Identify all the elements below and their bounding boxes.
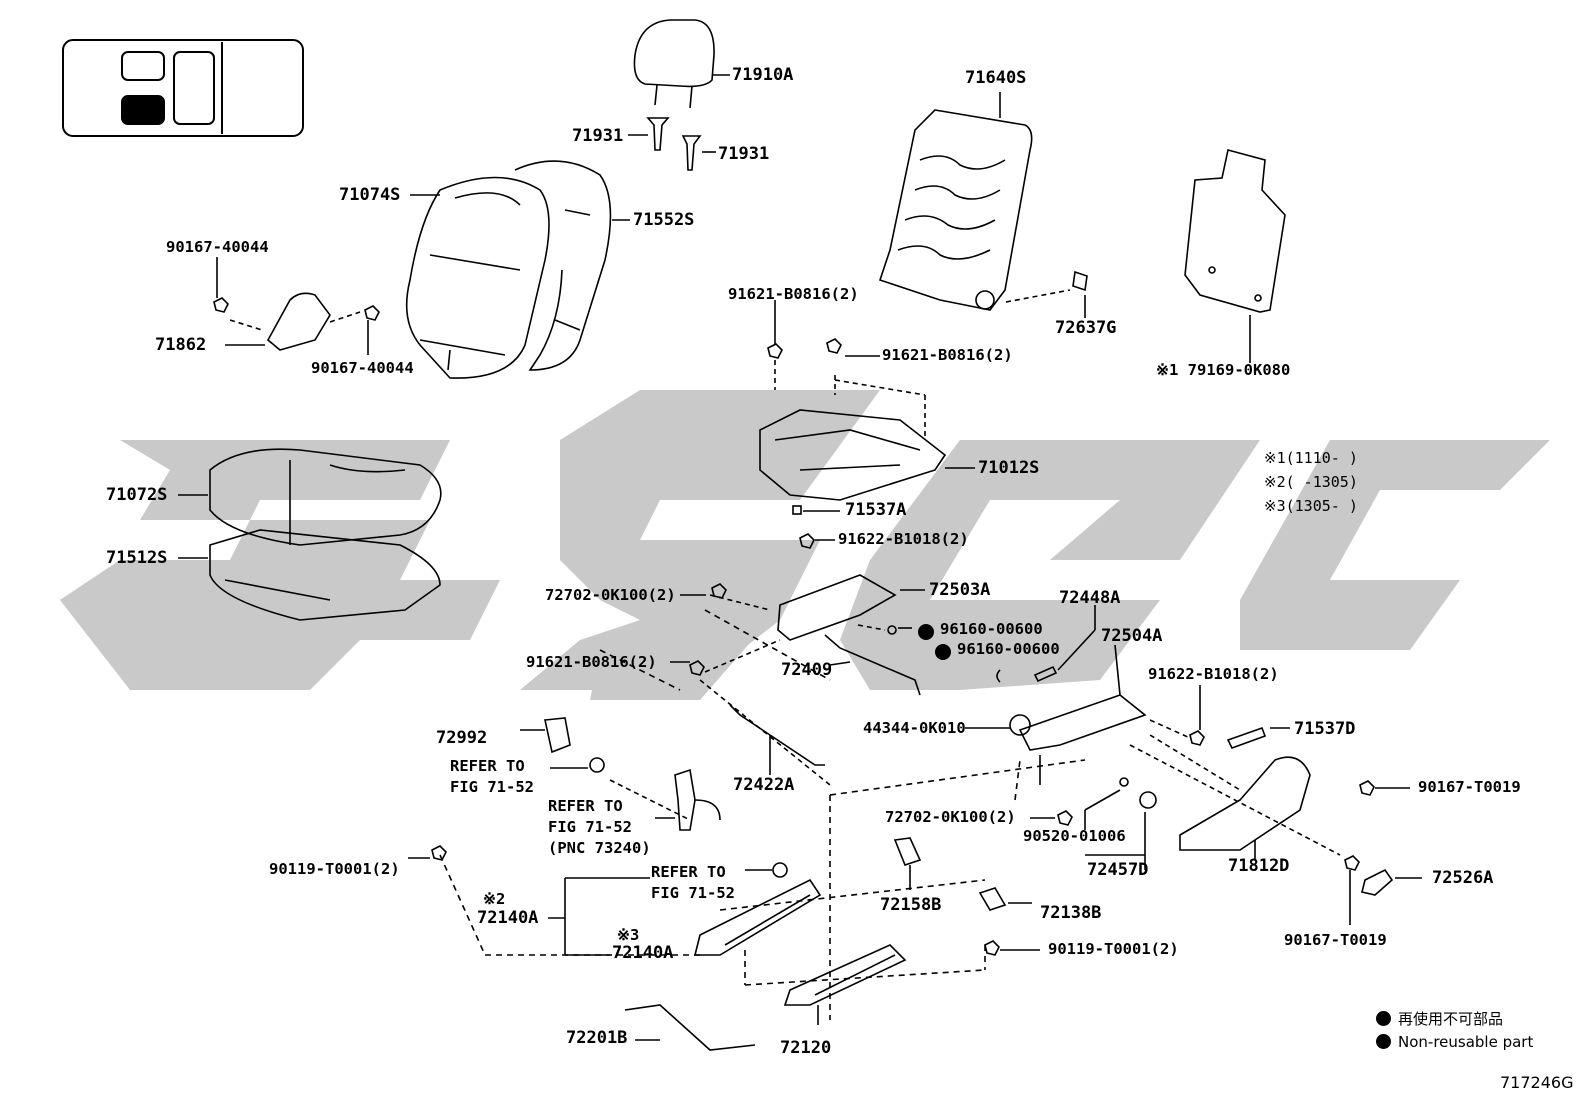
label-90119-T0001-a[interactable]: 90119-T0001(2) xyxy=(269,860,400,878)
refer-2-line3[interactable]: (PNC 73240) xyxy=(548,839,651,857)
label-90520-01006[interactable]: 90520-01006 xyxy=(1023,827,1126,845)
non-reusable-dot-icon xyxy=(1376,1011,1391,1026)
label-79169-0K080[interactable]: ※1 79169-0K080 xyxy=(1156,361,1291,379)
label-71931-right[interactable]: 71931 xyxy=(718,144,770,164)
label-71910A[interactable]: 71910A xyxy=(732,65,794,85)
label-71072S[interactable]: 71072S xyxy=(106,485,168,505)
label-72138B[interactable]: 72138B xyxy=(1040,903,1102,923)
note-3: ※3(1305- ) xyxy=(1264,497,1358,515)
label-91621-B0816-c[interactable]: 91621-B0816(2) xyxy=(526,653,657,671)
label-44344-0K010[interactable]: 44344-0K010 xyxy=(863,719,966,737)
label-90167-40044-bottom[interactable]: 90167-40044 xyxy=(311,359,414,377)
legend-en-text: Non-reusable part xyxy=(1398,1033,1534,1051)
label-71640S[interactable]: 71640S xyxy=(965,68,1027,88)
label-91622-B1018-a[interactable]: 91622-B1018(2) xyxy=(838,530,969,548)
label-71512S[interactable]: 71512S xyxy=(106,548,168,568)
label-71012S[interactable]: 71012S xyxy=(978,458,1040,478)
refer-3-line2[interactable]: FIG 71-52 xyxy=(651,884,735,902)
refer-2-line1[interactable]: REFER TO xyxy=(548,797,623,815)
label-90167-T0019-b[interactable]: 90167-T0019 xyxy=(1284,931,1387,949)
label-71537A[interactable]: 71537A xyxy=(845,500,907,520)
watermark-logo xyxy=(60,390,1550,700)
note-2: ※2( -1305) xyxy=(1264,473,1358,491)
label-91621-B0816-b[interactable]: 91621-B0816(2) xyxy=(882,346,1013,364)
figure-id: 717246G xyxy=(1500,1073,1574,1092)
label-90119-T0001-b[interactable]: 90119-T0001(2) xyxy=(1048,940,1179,958)
label-72702-0K100-b[interactable]: 72702-0K100(2) xyxy=(885,808,1016,826)
label-72702-0K100-a[interactable]: 72702-0K100(2) xyxy=(545,586,676,604)
legend-en: Non-reusable part xyxy=(1376,1033,1533,1051)
refer-1-line2[interactable]: FIG 71-52 xyxy=(450,778,534,796)
label-71074S[interactable]: 71074S xyxy=(339,185,401,205)
mark-2: ※2 xyxy=(483,890,506,908)
label-72503A[interactable]: 72503A xyxy=(929,580,991,600)
label-72120[interactable]: 72120 xyxy=(780,1038,832,1058)
label-72140A-b[interactable]: 72140A xyxy=(612,943,674,963)
label-72448A[interactable]: 72448A xyxy=(1059,588,1121,608)
non-reusable-dot-icon xyxy=(1376,1034,1391,1049)
label-72637G[interactable]: 72637G xyxy=(1055,318,1117,338)
note-1: ※1(1110- ) xyxy=(1264,449,1358,467)
label-79169-text: 79169-0K080 xyxy=(1187,361,1291,379)
label-96160-00600-a[interactable]: 96160-00600 xyxy=(940,620,1043,638)
label-72140A-a[interactable]: 72140A xyxy=(477,908,539,928)
label-71537D[interactable]: 71537D xyxy=(1294,719,1356,739)
label-72409[interactable]: 72409 xyxy=(781,660,833,680)
refer-2-line2[interactable]: FIG 71-52 xyxy=(548,818,632,836)
label-96160-00600-b[interactable]: 96160-00600 xyxy=(957,640,1060,658)
label-71552S[interactable]: 71552S xyxy=(633,210,695,230)
label-72457D[interactable]: 72457D xyxy=(1087,860,1149,880)
refer-1-line1[interactable]: REFER TO xyxy=(450,757,525,775)
label-90167-40044-top[interactable]: 90167-40044 xyxy=(166,238,269,256)
legend-jp: 再使用不可部品 xyxy=(1376,1008,1503,1029)
refer-3-line1[interactable]: REFER TO xyxy=(651,863,726,881)
label-72422A[interactable]: 72422A xyxy=(733,775,795,795)
legend-jp-text: 再使用不可部品 xyxy=(1398,1010,1504,1028)
mark-3: ※3 xyxy=(617,926,640,944)
label-91621-B0816-a[interactable]: 91621-B0816(2) xyxy=(728,285,859,303)
label-72992[interactable]: 72992 xyxy=(436,728,488,748)
mark-1: ※1 xyxy=(1156,361,1179,379)
label-72158B[interactable]: 72158B xyxy=(880,895,942,915)
label-72526A[interactable]: 72526A xyxy=(1432,868,1494,888)
label-71931-left[interactable]: 71931 xyxy=(572,126,624,146)
label-72201B[interactable]: 72201B xyxy=(566,1028,628,1048)
seat-position-indicator xyxy=(62,39,304,137)
label-72504A[interactable]: 72504A xyxy=(1101,626,1163,646)
label-71862[interactable]: 71862 xyxy=(155,335,207,355)
label-91622-B1018-b[interactable]: 91622-B1018(2) xyxy=(1148,665,1279,683)
label-90167-T0019-a[interactable]: 90167-T0019 xyxy=(1418,778,1521,796)
label-71812D[interactable]: 71812D xyxy=(1228,856,1290,876)
